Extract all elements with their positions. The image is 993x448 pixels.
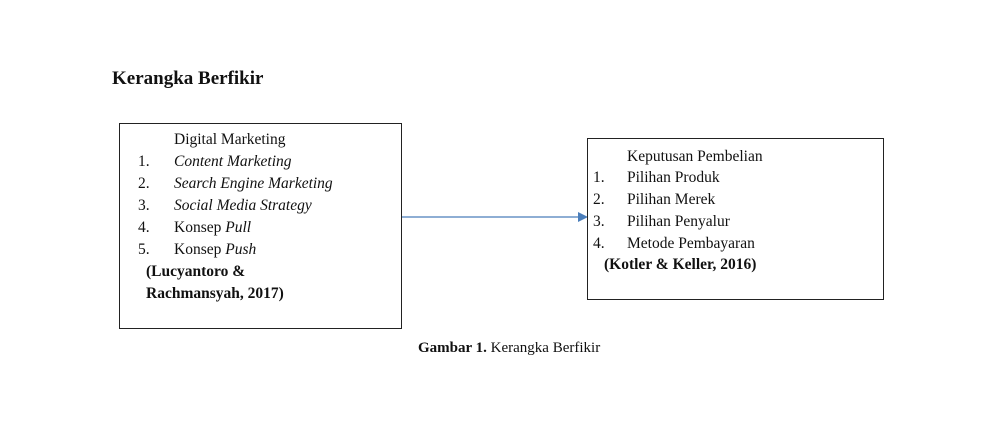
item-text: Content Marketing xyxy=(174,153,292,170)
list-item: 2. Search Engine Marketing xyxy=(138,173,333,195)
section-heading: Kerangka Berfikir xyxy=(112,68,264,89)
item-text: Konsep xyxy=(174,241,222,258)
list-item: 3. Social Media Strategy xyxy=(138,195,312,217)
citation-line: (Kotler & Keller, 2016) xyxy=(604,256,757,273)
keputusan-pembelian-box xyxy=(587,138,884,300)
citation-line: (Lucyantoro & xyxy=(146,263,246,280)
item-text: Search Engine Marketing xyxy=(174,175,333,192)
item-text-italic: Pull xyxy=(225,219,252,236)
right-box-title: Keputusan Pembelian xyxy=(627,148,763,165)
list-item: 4. Metode Pembayaran xyxy=(593,233,755,255)
item-number: 4. xyxy=(138,219,150,236)
list-item: 1. Pilihan Produk xyxy=(593,167,720,189)
list-item: 3. Pilihan Penyalur xyxy=(593,211,730,233)
item-text: Metode Pembayaran xyxy=(627,235,755,252)
item-text: Pilihan Penyalur xyxy=(627,213,730,230)
list-item: 2. Pilihan Merek xyxy=(593,189,715,211)
list-item: 4. Konsep Pull xyxy=(138,217,251,239)
list-item: 5. Konsep Push xyxy=(138,239,256,261)
caption-text: Kerangka Berfikir xyxy=(486,340,601,356)
item-text: Pilihan Merek xyxy=(627,191,716,208)
item-number: 2. xyxy=(593,191,605,208)
left-box-title: Digital Marketing xyxy=(174,131,286,148)
item-number: 3. xyxy=(593,213,605,230)
item-number: 3. xyxy=(138,197,150,214)
citation-line: Rachmansyah, 2017) xyxy=(146,285,284,302)
figure-caption: Gambar 1. Kerangka Berfikir xyxy=(418,340,600,357)
digital-marketing-box xyxy=(119,123,402,329)
item-number: 1. xyxy=(138,153,150,170)
item-text: Konsep xyxy=(174,219,222,236)
item-number: 1. xyxy=(593,169,605,186)
item-number: 4. xyxy=(593,235,605,252)
list-item: 1. Content Marketing xyxy=(138,151,292,173)
item-text-italic: Push xyxy=(225,241,257,258)
item-text: Social Media Strategy xyxy=(174,197,312,214)
arrow-head-icon xyxy=(578,212,588,222)
item-text: Pilihan Produk xyxy=(627,169,720,186)
item-number: 2. xyxy=(138,175,150,192)
caption-label: Gambar 1. xyxy=(418,340,487,356)
item-number: 5. xyxy=(138,241,150,258)
